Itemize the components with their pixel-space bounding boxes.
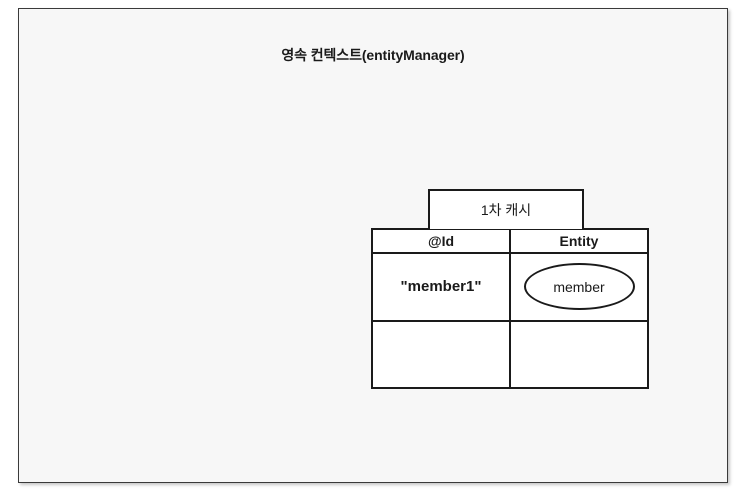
first-level-cache-label-box: 1차 캐시 [428, 189, 584, 229]
cell-id-value: "member1" [371, 252, 511, 322]
entity-ellipse-container: member [511, 254, 647, 320]
page-title: 영속 컨텍스트(entityManager) [281, 47, 465, 63]
column-header-id: @Id [371, 228, 511, 254]
table-row: "member1" member [371, 252, 649, 322]
table-row [371, 319, 649, 389]
first-level-cache-label: 1차 캐시 [480, 202, 532, 218]
cell-id-empty [371, 319, 511, 389]
diagram-canvas: 영속 컨텍스트(entityManager) 1차 캐시 @Id Entity … [18, 8, 728, 483]
entity-ellipse-icon: member [523, 263, 635, 311]
cell-entity-value: member [509, 252, 649, 322]
table-header-row: @Id Entity [371, 228, 649, 254]
cell-entity-empty [509, 319, 649, 389]
column-header-entity: Entity [509, 228, 649, 254]
first-level-cache-table: @Id Entity "member1" member [371, 228, 649, 389]
entity-label: member [553, 278, 605, 295]
